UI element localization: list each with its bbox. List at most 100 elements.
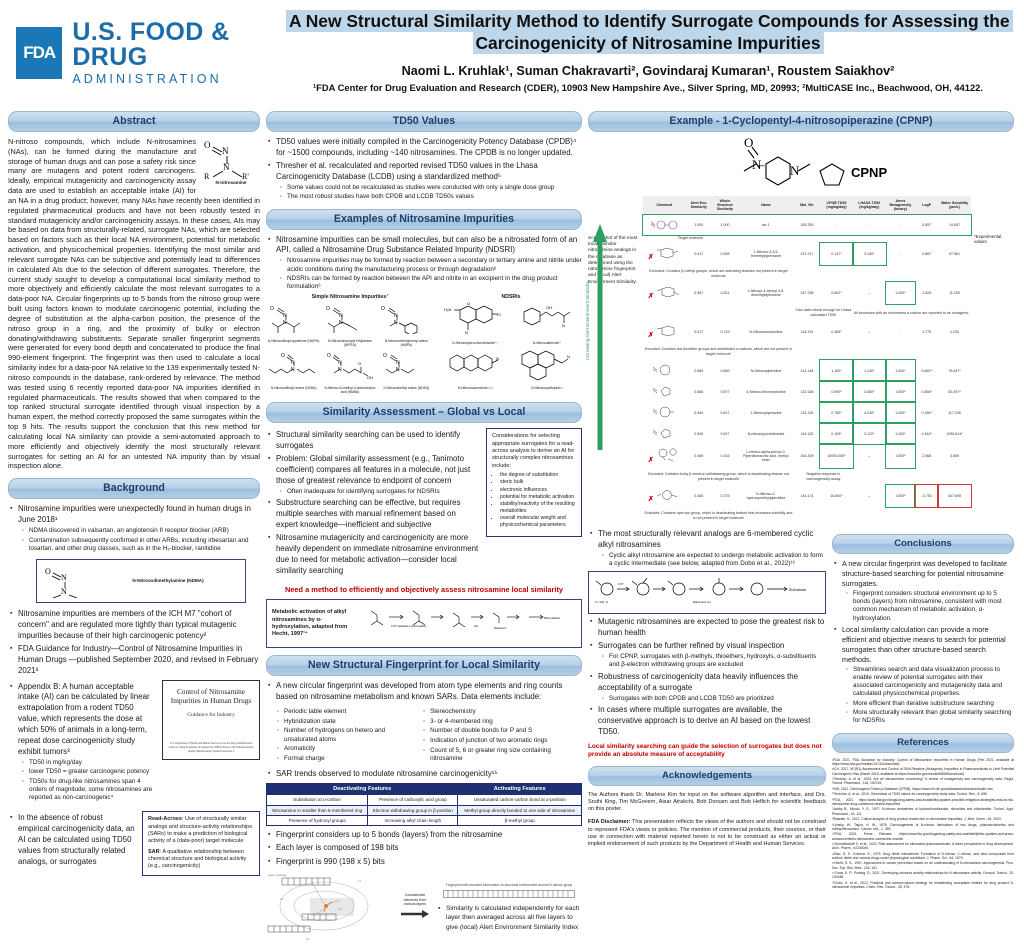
list-item: Number of hydrogens on hetero and unsatu…	[277, 727, 416, 743]
section-header-acknowledgements: Acknowledgements	[588, 766, 826, 787]
examples-sublist: Nitrosamine impurities may be formed by …	[276, 257, 582, 291]
cell: 1.000*	[884, 401, 917, 425]
cell: 1-Nitroso-3,3,5-trimethylpiperazine	[750, 250, 782, 259]
column-2: TD50 Values TD50 values were initially c…	[265, 104, 582, 947]
fda-disclaimer: FDA Disclaimer: This presentation reflec…	[588, 819, 826, 848]
list-item: Cyclic alkyl nitrosamine are expected to…	[602, 552, 826, 568]
list-item: In cases where multiple surrogates are a…	[590, 705, 826, 738]
cell: 0.860*	[921, 368, 932, 373]
svg-text:DNA adduct: DNA adduct	[544, 616, 560, 620]
ndma-figure-label: N-Nitrosodimethylamine (NDMA)	[132, 578, 204, 584]
cell: 1.000*	[884, 359, 917, 383]
cell: -0.753	[914, 484, 940, 509]
svg-text:DNA adduct: DNA adduct	[789, 588, 806, 592]
list-item: TD50s for drug-like nitrosamines span 4 …	[22, 778, 155, 803]
disclaimer-label: FDA Disclaimer:	[588, 819, 631, 826]
cell: 0.465*	[831, 330, 842, 335]
reference-item: ⁸Bharate, S., 2021. Critical analysis of…	[832, 817, 1002, 822]
list-item: Appendix B: A human acceptable intake (A…	[10, 682, 155, 803]
section-header-td50: TD50 Values	[266, 111, 582, 132]
cell: N-Nitrosopiperidine	[750, 368, 782, 373]
cell: 247.298	[800, 291, 814, 296]
sar-features-table: Deactivating Features Activating Feature…	[265, 783, 582, 827]
col-solubility: Water Solubility (µm/L)	[938, 196, 971, 216]
svg-text:N: N	[396, 360, 400, 366]
ndma-figure-box: O N N N-Nitrosodimethylamine (NDMA)	[36, 558, 246, 603]
table-row: Excluded: Contains β-methyl groups, whic…	[643, 265, 971, 282]
guidance-cover-title: Control of Nitrosamine Impurities in Hum…	[170, 686, 252, 705]
poster-columns: Abstract O N N R R' N-nitr	[0, 104, 1024, 947]
cell: --	[868, 291, 871, 296]
affiliations: ¹FDA Center for Drug Evaluation and Rese…	[313, 81, 983, 93]
fingerprint-list: A new circular fingerprint was developed…	[266, 681, 582, 703]
list-item: Periodic table element	[277, 708, 416, 716]
section-header-fingerprint: New Structural Fingerprint for Local Sim…	[266, 655, 582, 677]
cell: 157.217	[800, 252, 814, 257]
svg-text:O: O	[744, 137, 753, 150]
increasing-similarity-arrow-icon	[593, 224, 607, 450]
absence-data-list: In the absence of robust empirical carci…	[8, 813, 135, 868]
cell: 1.000*	[884, 422, 917, 446]
final-fingerprint-label: Fingerprint with encoded information on …	[445, 883, 573, 888]
svg-text:Cl: Cl	[497, 312, 501, 317]
cell-structure	[643, 402, 686, 423]
svg-text:O: O	[383, 353, 387, 359]
td50-list: TD50 values were initially compiled in t…	[266, 137, 582, 202]
cell: 97.861	[949, 252, 961, 257]
fingerprint-diagram: Layer 1 elements L1 L2 L3 L5 Concatenate…	[266, 870, 582, 947]
list-item: Fingerprint considers up to 5 bonds (lay…	[268, 830, 582, 841]
cell: 0.665	[694, 389, 704, 394]
list-item: stability/reactivity of the resulting me…	[500, 501, 576, 515]
list-item: Nitrosamine impurities may be formed by …	[280, 257, 582, 273]
cpnp-analogs-table: Chemical Alert Env. Similarity Whole Str…	[642, 196, 972, 524]
sar-label: SAR	[148, 848, 160, 855]
experimental-values-note: *Experimental values	[974, 234, 1002, 244]
list-item: lower TD50 = greater carcinogenic potenc…	[22, 768, 155, 776]
section-header-references: References	[832, 732, 1014, 753]
section-header-abstract: Abstract	[8, 111, 260, 132]
conclusion-text: A new circular fingerprint was developed…	[842, 559, 1007, 589]
list-item: Thresher et al. recalculated and reporte…	[268, 161, 582, 202]
table-row: ✗ 0.469 0.316 1-nitroso-alpha-phenyl-2-P…	[643, 443, 971, 470]
excluded-marker: ✗	[647, 254, 654, 262]
list-item: Similarity is calculated independently f…	[438, 904, 582, 931]
col-alert-similarity: Alert Env. Similarity	[685, 196, 712, 216]
svg-text:O: O	[270, 306, 274, 312]
cell: 0.662*	[831, 291, 842, 296]
molecule-name: N-Nitrosoatenolol¹⁰	[532, 341, 561, 346]
list-item: Fingerprint is 990 (198 x 5) bits	[268, 857, 582, 868]
cell: 0.617	[720, 431, 730, 436]
exclusion-note: Excluded: Contains β-methyl groups, whic…	[649, 269, 788, 278]
list-item: Stereochemistry	[423, 708, 582, 716]
list-item: Nitrosamine mutagenicity and carcinogeni…	[268, 533, 479, 577]
cell: N-Nitrosomorpholine	[749, 330, 783, 335]
cell: -	[868, 223, 870, 228]
table-row: 0.669 0.669 N-Nitrosopiperidine 114.148 …	[643, 359, 971, 383]
similarity-sublist: Often inadequate for identifying surroga…	[276, 488, 479, 496]
cell: Electron withdrawing group in β-position	[367, 804, 459, 816]
readacross-row: In the absence of robust empirical carci…	[8, 811, 260, 876]
svg-text:Diazonium: Diazonium	[494, 626, 506, 630]
fda-logo-text: U.S. FOOD & DRUG ADMINISTRATION	[72, 20, 286, 86]
list-item: Nitrosamine impurities are members of th…	[10, 609, 260, 642]
sar-definition: SAR: A qualitative relationship between …	[148, 849, 254, 871]
reference-item: ⁷Ashby B., Mizuki, Y. S., 1977. N-nitros…	[832, 807, 1014, 816]
cell: 144.174	[800, 494, 814, 499]
list-item: Some values could not be recalculated as…	[280, 184, 582, 192]
list-item: Hybridization state	[277, 718, 416, 726]
similarity-row: Structural similarity searching can be u…	[266, 428, 582, 580]
cell: tar-1	[762, 223, 770, 228]
table-row: Carc data robust enough for Lhasa calcul…	[643, 304, 971, 321]
list-item: Aromaticity	[277, 745, 416, 753]
svg-text:OH: OH	[367, 375, 373, 380]
svg-text:CYP-mediated α-hydroxylation: CYP-mediated α-hydroxylation	[391, 624, 427, 628]
conclusion-sublist: Fingerprint considers structural environ…	[842, 590, 1014, 623]
cell: 1.770	[922, 330, 932, 335]
cell: --	[868, 494, 871, 499]
svg-text:N: N	[283, 313, 287, 319]
abstract-section: O N N R R' N-nitrosamine N-nitroso compo…	[8, 137, 260, 471]
